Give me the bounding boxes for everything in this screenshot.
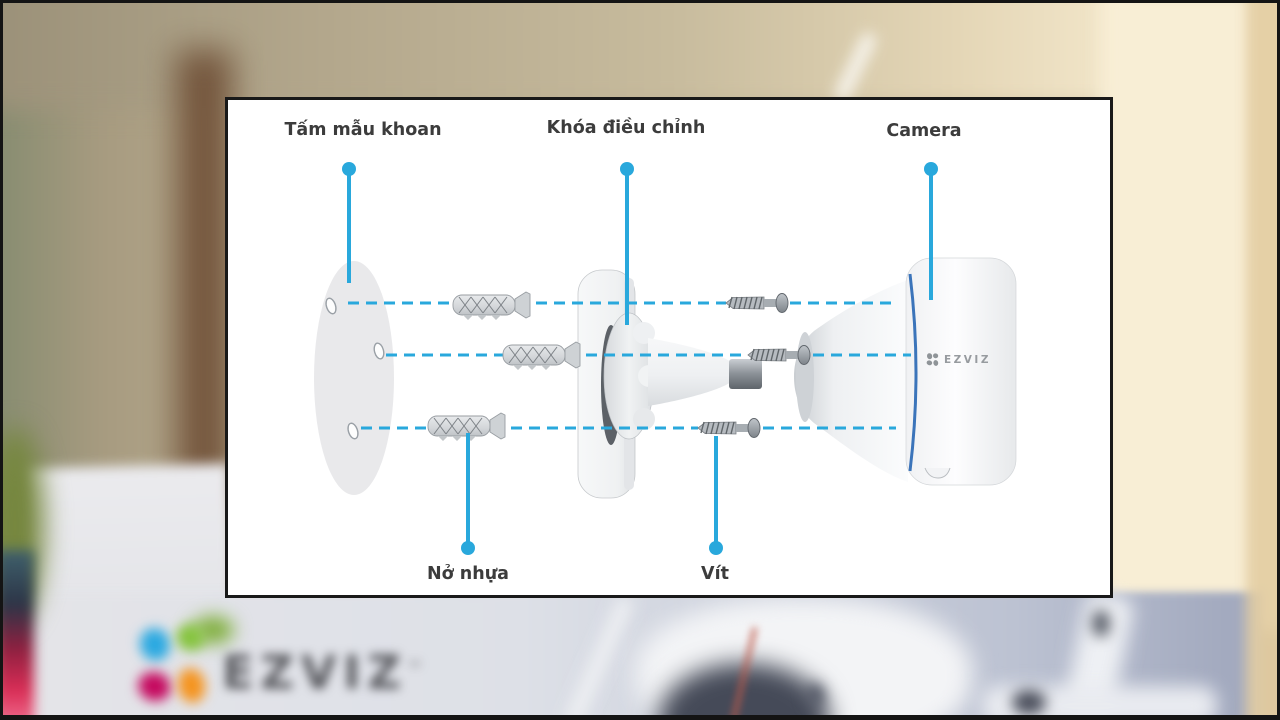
- box-photo-knob: [1012, 690, 1046, 715]
- background-right-edge: [1246, 0, 1280, 720]
- box-photo-shadow-spot: [806, 684, 824, 706]
- leader-line-wall-anchor: [461, 433, 475, 555]
- screw-graphic-bottom: [697, 418, 761, 438]
- leader-line-adjustment-lock: [620, 162, 634, 325]
- screw-graphic-middle: [747, 345, 811, 365]
- screws-group: [697, 293, 811, 438]
- wall-anchor-graphic-bottom: [427, 412, 506, 441]
- installation-diagram: EZVIZ Tấm mẫu khoan Khóa điều chỉnh Came…: [228, 100, 1110, 595]
- leader-line-drill-template: [342, 162, 356, 283]
- box-photo-knob-small: [1092, 610, 1110, 637]
- camera-brand-text: EZVIZ: [944, 353, 991, 366]
- wall-anchors-group: [427, 291, 581, 441]
- adjustment-lock-graphic: [603, 312, 660, 440]
- label-wall-anchor: Nở nhựa: [427, 564, 509, 584]
- camera-brand-logo: EZVIZ: [925, 352, 991, 367]
- alignment-dashed-lines: [348, 301, 911, 430]
- callout-dot-icon: [461, 541, 475, 555]
- joint-rod-graphic: [729, 359, 762, 389]
- camera-graphic: [794, 257, 1017, 486]
- label-drill-template: Tấm mẫu khoan: [284, 120, 442, 140]
- wall-anchor-graphic-top: [452, 291, 531, 320]
- background-wall-top: [0, 0, 1130, 110]
- box-logo-text: EZVIZ™: [222, 645, 422, 700]
- callout-dot-icon: [709, 541, 723, 555]
- label-camera: Camera: [886, 121, 962, 141]
- wall-anchor-graphic-middle: [502, 341, 581, 370]
- ball-joint-cover-graphic: [648, 338, 735, 406]
- diagram-panel: EZVIZ Tấm mẫu khoan Khóa điều chỉnh Came…: [225, 97, 1113, 598]
- callout-dot-icon: [924, 162, 938, 176]
- camera-bottom-tab: [924, 467, 951, 479]
- leader-line-screw: [709, 436, 723, 555]
- leader-line-camera: [924, 162, 938, 300]
- background-dark-furniture: [176, 50, 232, 510]
- label-adjustment-lock: Khóa điều chỉnh: [546, 118, 706, 138]
- callout-dot-icon: [620, 162, 634, 176]
- label-screw: Vít: [701, 564, 729, 584]
- ezviz-logo-icon: [926, 353, 939, 366]
- trademark-symbol: ™: [407, 660, 422, 676]
- screw-graphic-top: [725, 293, 789, 313]
- camera-blue-stripe: [908, 273, 918, 472]
- exploded-view-graphic: [314, 257, 1017, 499]
- callout-dot-icon: [342, 162, 356, 176]
- box-side-color-strip: [0, 550, 34, 720]
- drill-template-graphic: [314, 261, 394, 495]
